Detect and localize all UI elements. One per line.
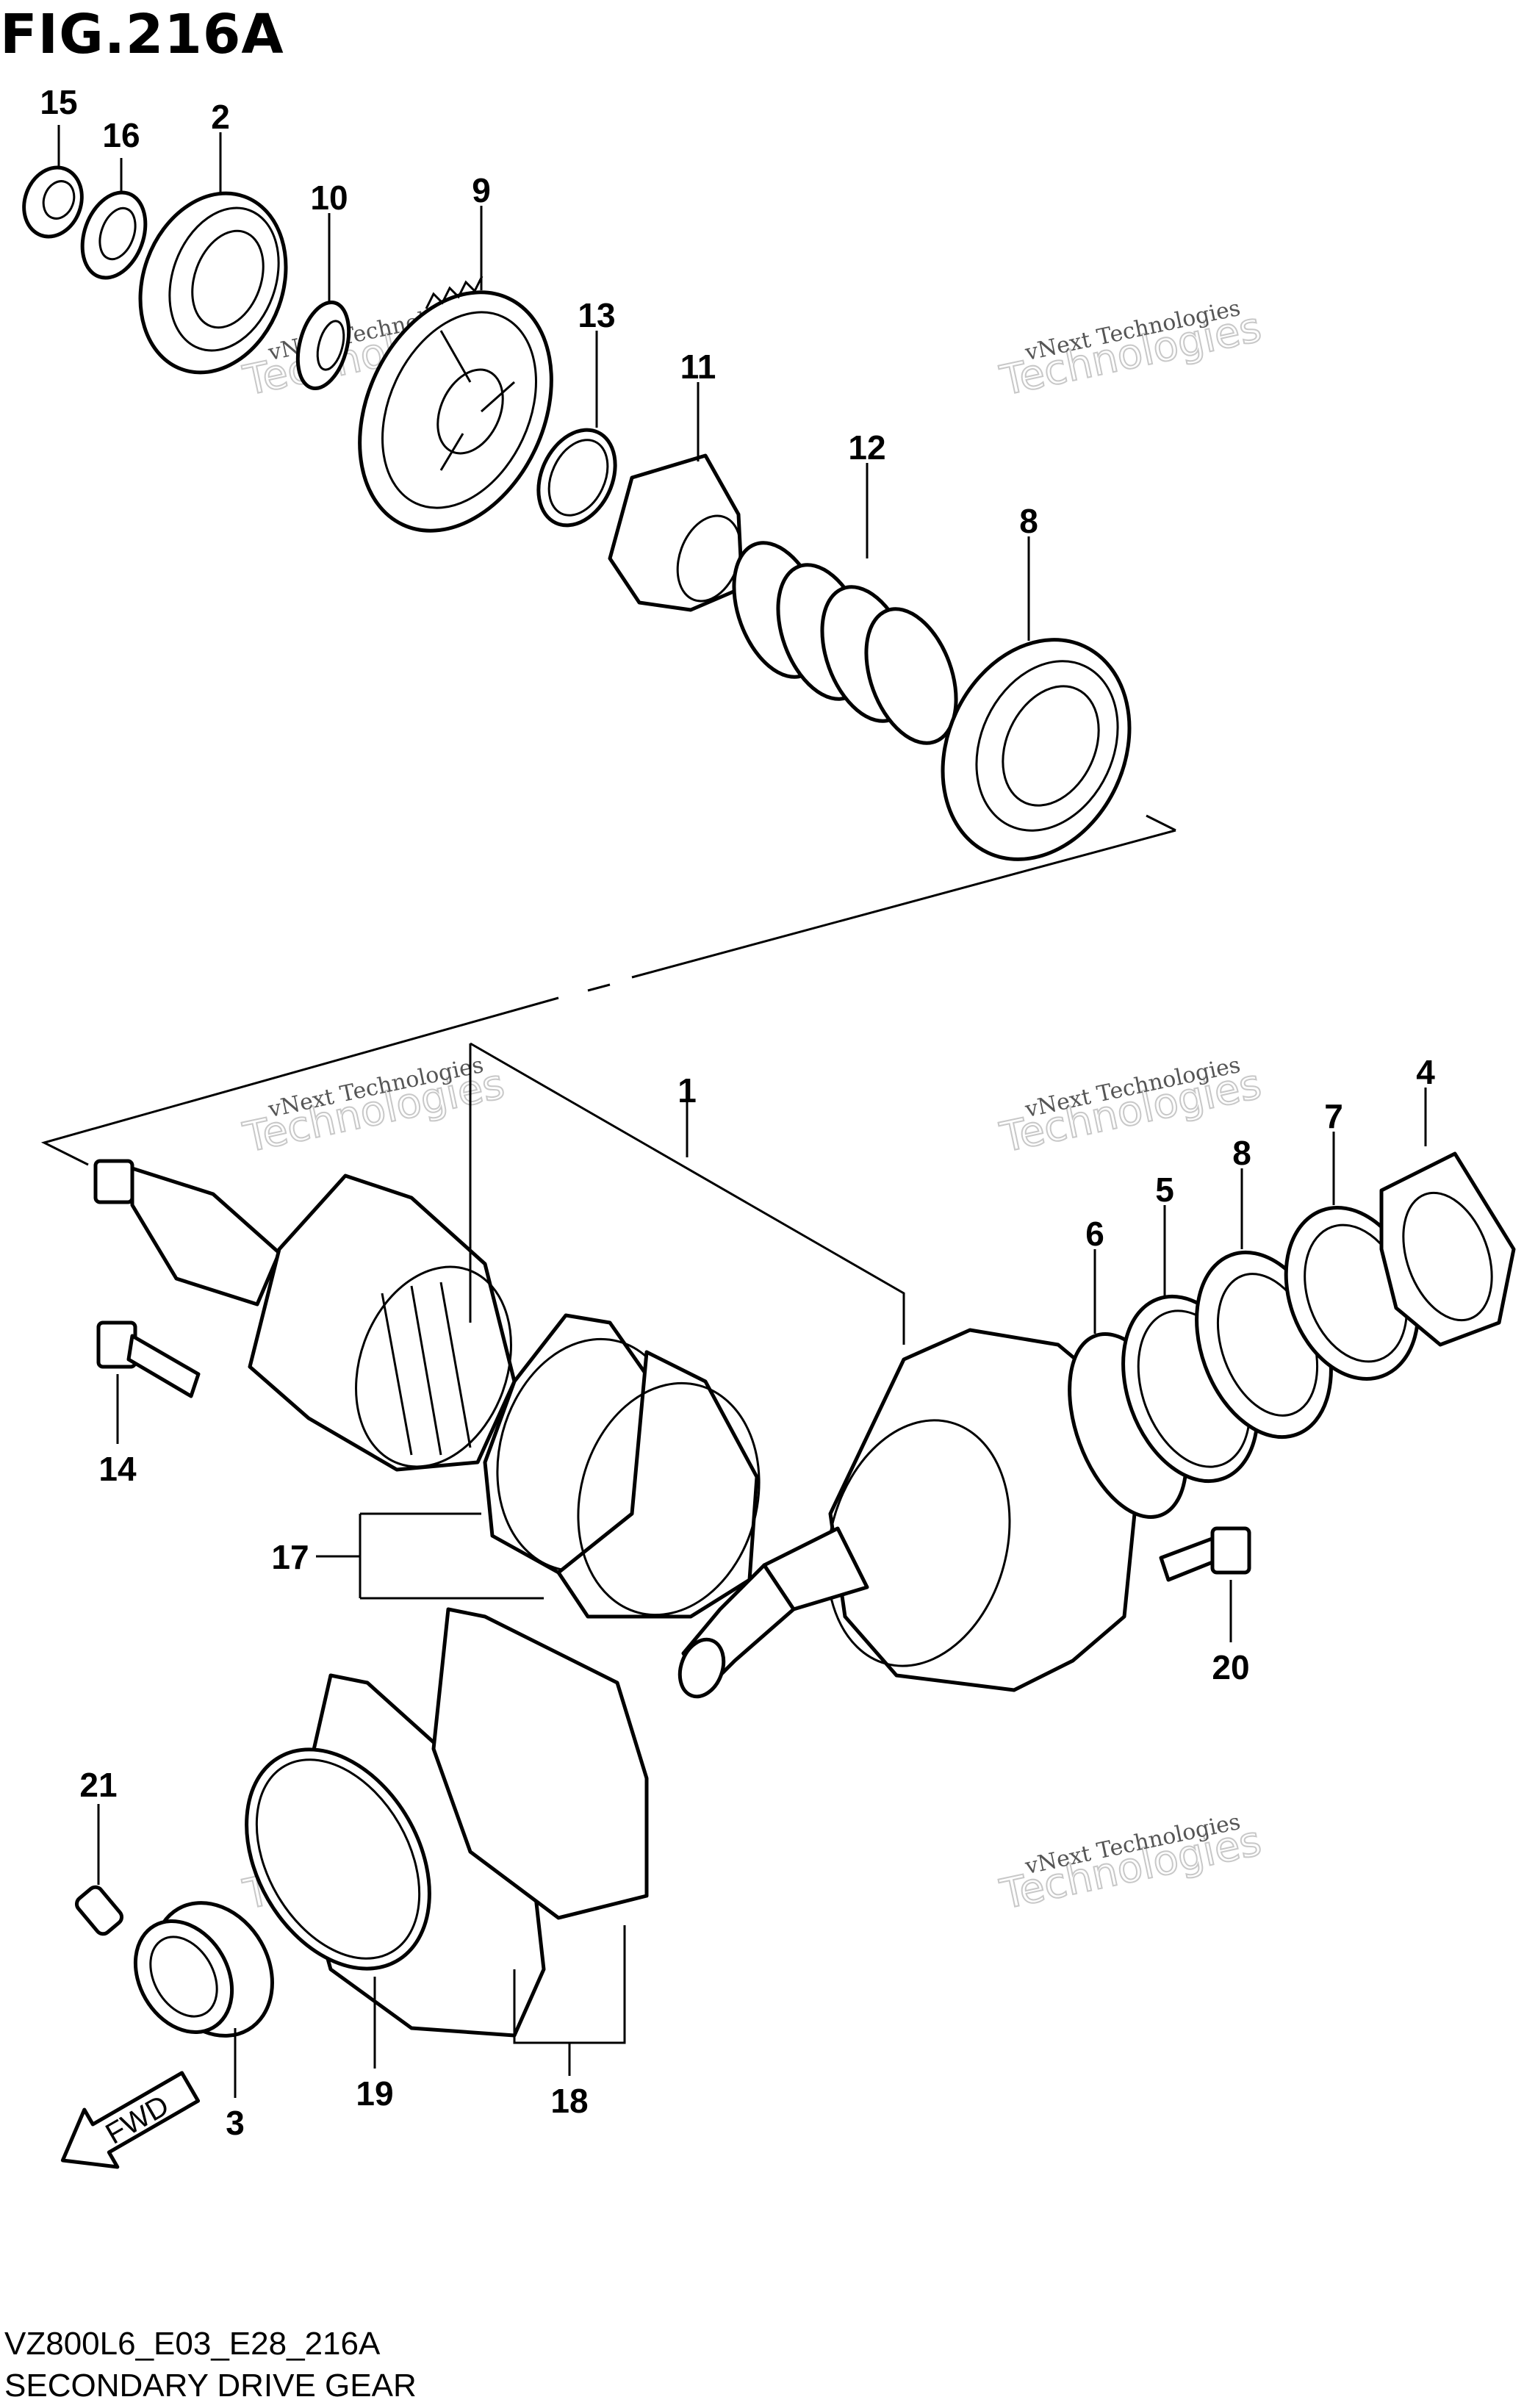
part-17-gaskets bbox=[316, 1313, 761, 1619]
watermark-2: Technologies vNext Technologies bbox=[996, 295, 1266, 406]
leader-lines bbox=[57, 125, 1427, 2098]
callout-9: 9 bbox=[472, 171, 491, 209]
watermark-3: Technologies vNext Technologies bbox=[239, 1052, 509, 1163]
watermark-6: Technologies vNext Technologies bbox=[996, 1809, 1266, 1920]
callout-numbers: 1 2 3 4 5 6 7 8 8 9 10 11 12 13 14 15 16… bbox=[40, 83, 1435, 2142]
callout-10: 10 bbox=[310, 179, 348, 217]
callout-7: 7 bbox=[1324, 1097, 1343, 1135]
part-14-bolt bbox=[96, 1320, 201, 1398]
model-code: VZ800L6_E03_E28_216A bbox=[4, 2326, 381, 2362]
callout-1: 1 bbox=[677, 1071, 697, 1110]
watermark-group: Technologies vNext Technologies Technolo… bbox=[239, 295, 1266, 1920]
callout-4: 4 bbox=[1416, 1053, 1435, 1091]
part-11-cam bbox=[608, 453, 744, 612]
part-4-nut bbox=[1379, 1151, 1516, 1347]
callout-13: 13 bbox=[578, 296, 615, 334]
part-1-bracket bbox=[469, 1042, 905, 1345]
part-8-bearing-upper bbox=[941, 638, 1132, 861]
callout-6: 6 bbox=[1085, 1215, 1104, 1253]
callout-12: 12 bbox=[848, 428, 885, 467]
callout-8-upper: 8 bbox=[1019, 502, 1038, 540]
fwd-arrow: FWD bbox=[60, 2071, 201, 2169]
figure-title: FIG.216A bbox=[0, 3, 284, 66]
part-12-spring bbox=[732, 541, 958, 745]
part-2-bearing bbox=[138, 191, 288, 375]
callout-11: 11 bbox=[680, 348, 716, 386]
part-21-dowel-pin bbox=[74, 1885, 124, 1936]
figure-name: SECONDARY DRIVE GEAR bbox=[4, 2368, 417, 2404]
part-1-driven-bevel-gear bbox=[677, 1328, 1141, 1699]
part-9-driven-gear bbox=[358, 276, 553, 533]
callout-16: 16 bbox=[102, 116, 140, 154]
watermark-4: Technologies vNext Technologies bbox=[996, 1052, 1266, 1163]
part-13-circlip bbox=[536, 428, 617, 528]
part-16-washer bbox=[80, 190, 148, 280]
callout-3: 3 bbox=[226, 2104, 245, 2142]
part-1-drive-bevel-gear bbox=[93, 1159, 517, 1472]
part-19-o-ring bbox=[245, 1747, 431, 1971]
callout-19: 19 bbox=[356, 2074, 393, 2113]
callout-2: 2 bbox=[211, 98, 230, 136]
callout-14: 14 bbox=[98, 1450, 137, 1488]
part-20-bolt bbox=[1159, 1526, 1251, 1582]
axis-line bbox=[40, 814, 1176, 1166]
callout-18: 18 bbox=[550, 2082, 588, 2120]
callout-17: 17 bbox=[271, 1538, 309, 1576]
part-3-needle-bearing bbox=[133, 1901, 274, 2038]
part-15-nut bbox=[22, 165, 84, 239]
callout-8-lower: 8 bbox=[1232, 1134, 1251, 1172]
callout-15: 15 bbox=[40, 83, 77, 121]
callout-20: 20 bbox=[1212, 1648, 1249, 1686]
part-10-collar bbox=[295, 300, 351, 391]
callout-21: 21 bbox=[79, 1766, 117, 1804]
callout-5: 5 bbox=[1155, 1171, 1174, 1209]
